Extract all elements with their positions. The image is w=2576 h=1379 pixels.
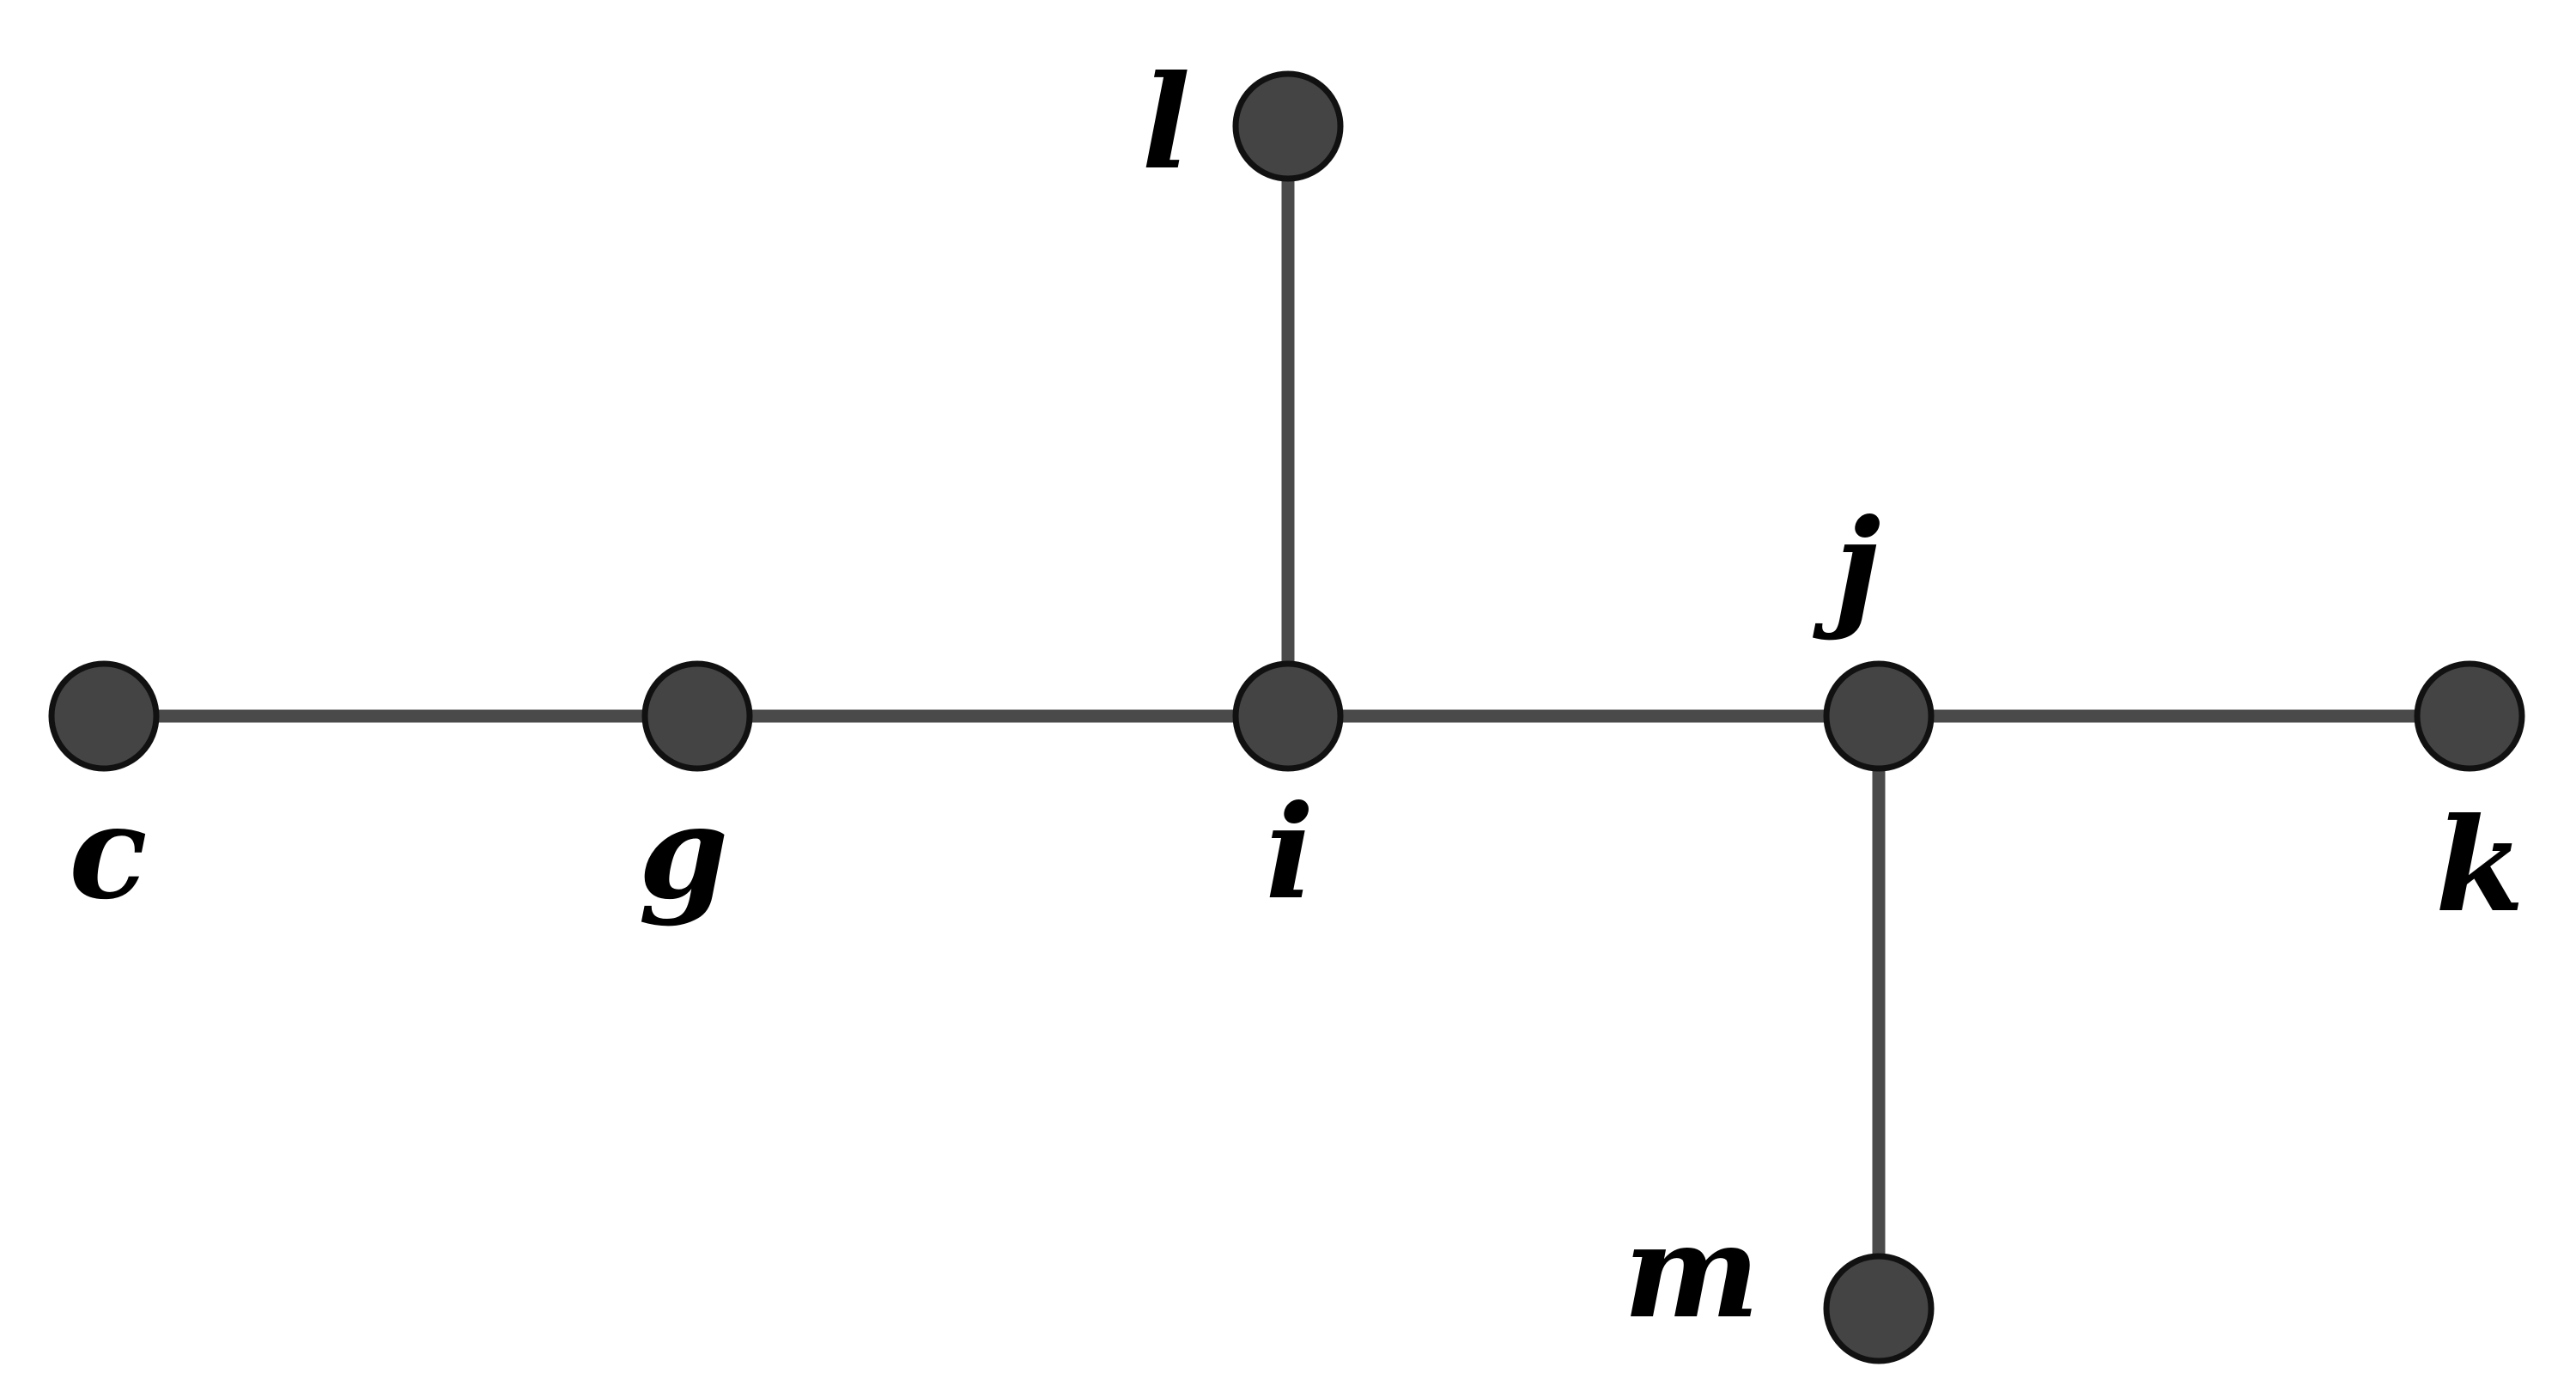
node-label-k: k [2435,790,2524,941]
node-label-m: m [1624,1196,1760,1347]
node-i [1232,660,1344,772]
node-j [1823,660,1935,772]
node-l [1232,70,1344,182]
node-label-c: c [69,777,147,928]
node-label-l: l [1142,47,1191,198]
node-label-j: j [1813,491,1880,642]
nodes-layer [48,70,2525,1364]
node-k [2414,660,2525,772]
node-g [641,660,753,772]
node-label-g: g [639,777,729,928]
node-c [48,660,160,772]
node-m [1823,1253,1935,1364]
node-label-i: i [1266,777,1315,928]
labels-layer: c g i j k l m [69,47,2524,1347]
edges-layer [104,126,2470,1309]
